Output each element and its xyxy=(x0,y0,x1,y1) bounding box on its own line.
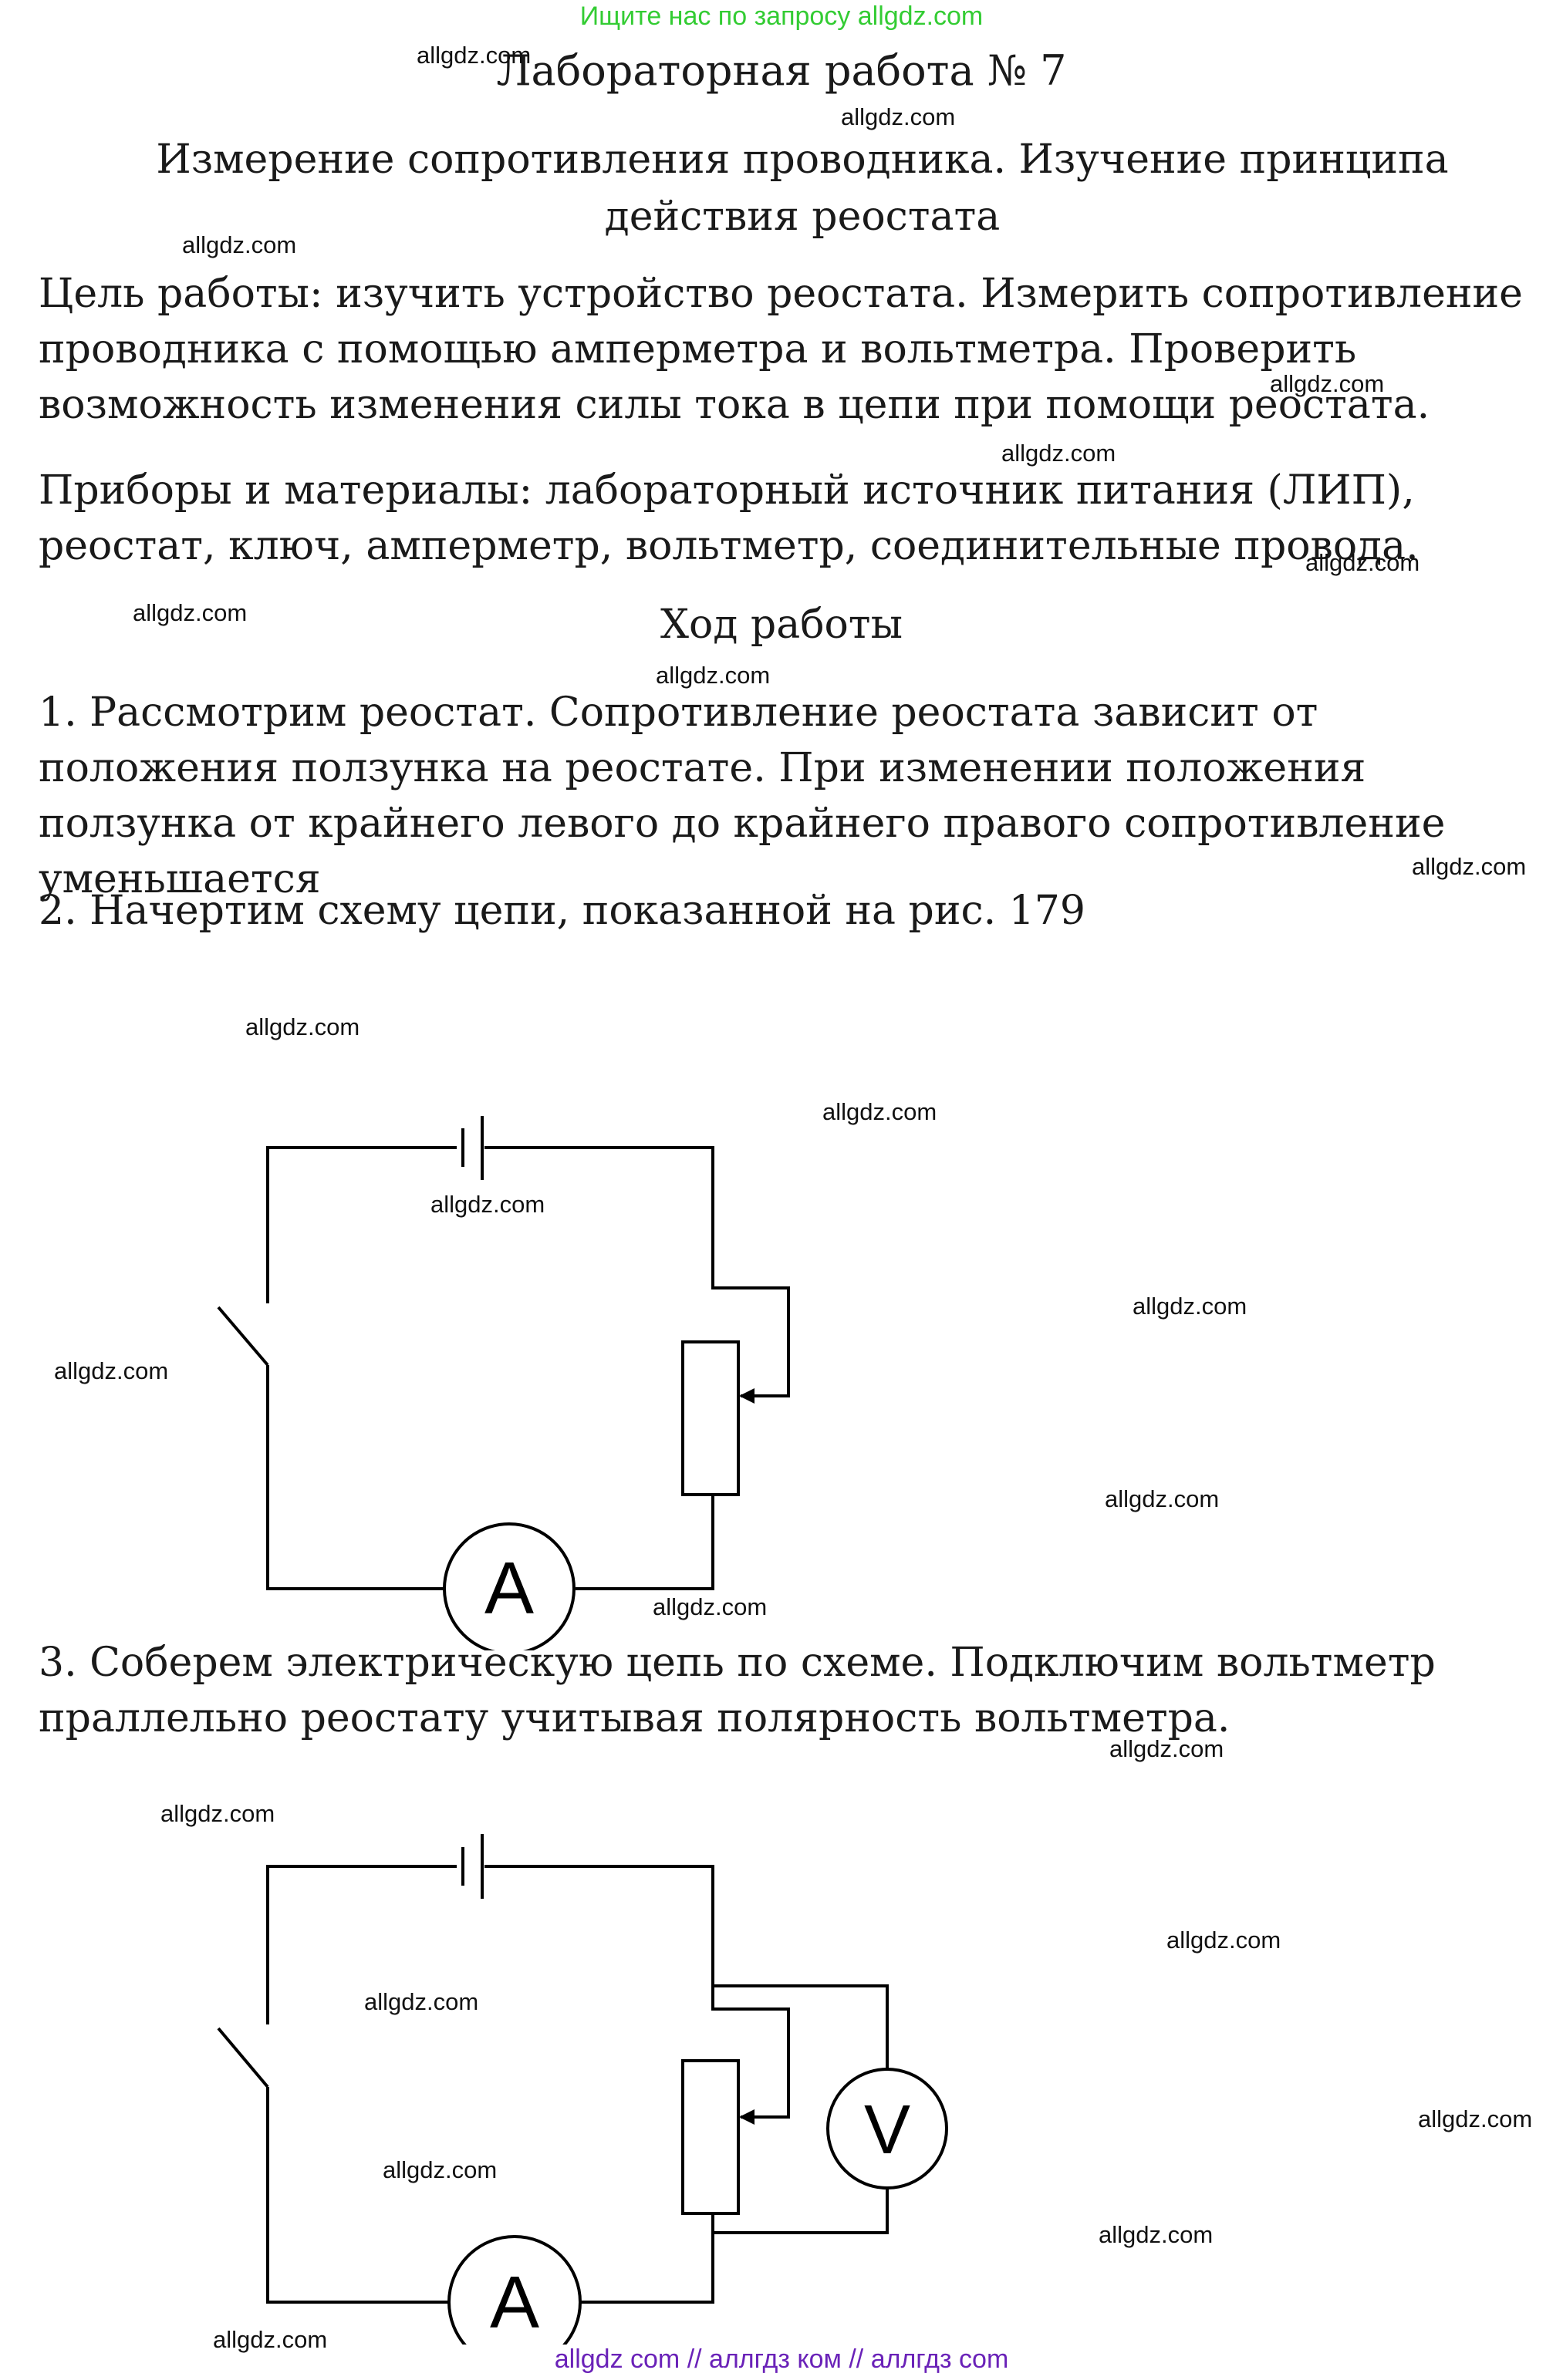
watermark: allgdz.com xyxy=(1099,2221,1214,2248)
top-banner[interactable]: Ищите нас по запросу allgdz.com xyxy=(579,2,984,31)
switch-blade xyxy=(217,1306,269,1367)
watermark: allgdz.com xyxy=(1001,440,1116,467)
switch-blade xyxy=(217,2027,269,2088)
watermark: allgdz.com xyxy=(1109,1735,1224,1762)
watermark: allgdz.com xyxy=(383,2156,498,2183)
voltmeter xyxy=(826,2068,948,2190)
watermark: allgdz.com xyxy=(430,1191,545,1218)
wire xyxy=(713,1984,889,2069)
ammeter-label: A xyxy=(484,1547,534,1630)
watermark: allgdz.com xyxy=(54,1357,169,1384)
watermark: allgdz.com xyxy=(841,103,956,130)
progress-heading: Ход работы xyxy=(660,602,903,648)
watermark: allgdz.com xyxy=(1412,853,1527,880)
watermark: allgdz.com xyxy=(822,1098,937,1125)
watermark: allgdz.com xyxy=(1166,1927,1281,1954)
watermark: allgdz.com xyxy=(245,1013,360,1040)
goal-paragraph: Цель работы: изучить устройство реостата… xyxy=(39,271,1523,428)
watermark: allgdz.com xyxy=(133,599,248,626)
circuit-diagram-1: A xyxy=(217,1116,790,1650)
watermark: allgdz.com xyxy=(213,2326,328,2353)
ammeter xyxy=(447,2235,582,2345)
wire xyxy=(266,1146,457,1303)
footer-links[interactable]: allgdz com // аллгдз ком // аллгдз com xyxy=(554,2345,1009,2374)
watermark: allgdz.com xyxy=(364,1988,479,2015)
page-subtitle: Измерение сопротивления проводника. Изуч… xyxy=(156,137,1449,240)
wire xyxy=(266,1365,444,1590)
ammeter xyxy=(443,1522,576,1650)
watermark: allgdz.com xyxy=(1418,2105,1533,2132)
voltmeter-label: V xyxy=(864,2092,910,2169)
step-3-paragraph: 3. Соберем электрическую цепь по схеме. … xyxy=(39,1640,1436,1741)
slider-arrowhead xyxy=(739,1388,754,1404)
watermark: allgdz.com xyxy=(182,231,297,258)
circuit-diagram-2: V A xyxy=(217,1834,948,2345)
watermark: allgdz.com xyxy=(656,662,771,689)
wire xyxy=(266,1865,457,2024)
watermark: allgdz.com xyxy=(1105,1485,1220,1512)
rheostat xyxy=(681,1340,740,1496)
watermark: allgdz.com xyxy=(417,42,532,69)
watermark: allgdz.com xyxy=(1270,370,1385,397)
watermark: allgdz.com xyxy=(1133,1293,1247,1320)
watermark: allgdz.com xyxy=(160,1800,275,1827)
slider-arrowhead xyxy=(739,2109,754,2125)
watermark: allgdz.com xyxy=(653,1593,768,1620)
ammeter-label: A xyxy=(490,2261,539,2344)
wire xyxy=(580,2213,714,2304)
wire xyxy=(576,1495,714,1590)
wire xyxy=(484,1865,790,2119)
materials-paragraph: Приборы и материалы: лабораторный источн… xyxy=(39,467,1419,569)
rheostat xyxy=(681,2059,740,2215)
step-1-paragraph: 1. Рассмотрим реостат. Сопротивление рео… xyxy=(39,689,1446,902)
wire xyxy=(713,2188,889,2234)
step-2-paragraph: 2. Начертим схему цепи, показанной на ри… xyxy=(39,888,1085,934)
wire xyxy=(266,2087,449,2304)
wire xyxy=(484,1146,790,1397)
page-title: Лабораторная работа № 7 xyxy=(496,46,1067,95)
watermark: allgdz.com xyxy=(1305,549,1420,576)
